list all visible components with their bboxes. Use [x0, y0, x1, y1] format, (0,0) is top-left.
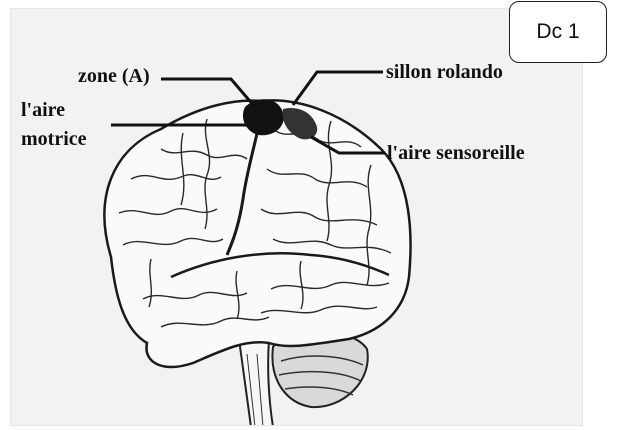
brain-stem [239, 339, 273, 426]
brain-diagram: zone (A) sillon rolando l'aire motrice l… [10, 8, 583, 426]
zone-a-marking [243, 99, 284, 135]
document-badge: Dc 1 [509, 1, 607, 63]
label-sillon-rolando: sillon rolando [386, 61, 503, 83]
document-badge-text: Dc 1 [536, 20, 579, 44]
label-aire-sensoreille: l'aire sensoreille [387, 142, 525, 164]
cerebrum [104, 100, 410, 366]
label-aire-motrice-line1: l'aire [21, 99, 65, 121]
label-zone-a: zone (A) [78, 65, 150, 87]
label-aire-motrice-line2: motrice [21, 128, 87, 150]
